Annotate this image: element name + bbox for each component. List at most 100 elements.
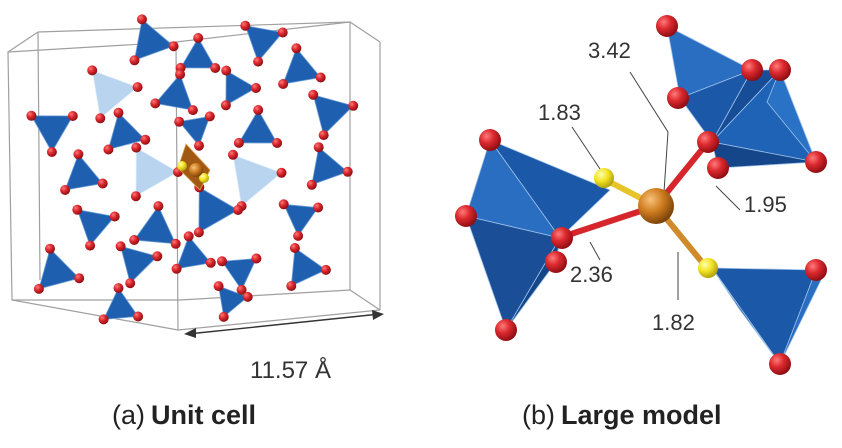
tetrahedron (175, 235, 212, 270)
oxygen-atom (95, 113, 106, 124)
tetrahedron (312, 94, 354, 136)
oxygen-atom (289, 243, 300, 253)
caption-name-b: Large model (561, 400, 722, 430)
oxygen-atom (218, 311, 229, 322)
oxygen-atom (253, 56, 264, 67)
oxygen-atom (193, 33, 204, 43)
oxygen-atom (277, 27, 288, 38)
cell-dimension-arrow (184, 310, 384, 338)
tetrahedron (282, 47, 322, 85)
oxygen-atom (220, 100, 231, 111)
metal-atom (189, 163, 203, 177)
oxygen-atom (45, 243, 55, 254)
caption-large-model: (b)Large model (522, 400, 722, 431)
tetrahedron (133, 18, 175, 61)
oxygen-atom (291, 43, 302, 54)
oxygen-atom (313, 142, 324, 153)
oxygen-atom (129, 55, 140, 66)
metal-atom (638, 188, 674, 224)
oxygen-atom (170, 238, 181, 249)
tetrahedron (238, 109, 278, 144)
caption-tag-b: (b) (522, 400, 555, 430)
oxygen-atom (221, 65, 232, 76)
oxygen-atom (278, 199, 289, 210)
oxygen-atom (150, 98, 161, 109)
tetrahedron (64, 153, 104, 191)
oxygen-atom (46, 147, 57, 157)
oxygen-atom (115, 241, 126, 252)
oxygen-atom (213, 281, 224, 292)
oxygen-atom (194, 140, 204, 151)
oxygen-atom (210, 63, 221, 73)
oxygen-atom (67, 111, 78, 121)
oxygen-atom (97, 178, 108, 189)
tetrahedron (154, 73, 194, 111)
caption-name-a: Unit cell (151, 400, 257, 430)
upper-tetrahedra (666, 25, 817, 169)
cell-dimension-label: 11.57 Å (250, 356, 331, 384)
oxygen-atom (33, 283, 44, 294)
oxygen-atom (308, 89, 319, 100)
bond-label-1-83: 1.83 (538, 100, 581, 125)
oxygen-atom (152, 251, 163, 262)
tetrahedron (232, 154, 283, 207)
oxygen-atom (109, 211, 120, 222)
caption-tag-a: (a) (112, 400, 145, 430)
oxygen-atom (74, 273, 85, 284)
tetrahedron (283, 203, 319, 237)
tetrahedron (290, 247, 327, 287)
oxygen-atom (315, 72, 326, 83)
oxygen-atom (85, 240, 96, 251)
oxygen-atom (251, 253, 262, 264)
tetrahedron (244, 25, 284, 63)
cell-box (7, 21, 381, 331)
tetrahedron (91, 69, 139, 120)
oxygen-atom (168, 41, 179, 52)
oxygen-atom (293, 230, 304, 241)
oxygen-atom (133, 311, 144, 322)
sulfur-atom (199, 173, 209, 183)
oxygen-atom (313, 202, 324, 213)
oxygen-atom (276, 167, 287, 178)
oxygen-atom (113, 283, 124, 294)
sulfur-atoms (594, 168, 718, 278)
oxygen-atom (320, 264, 331, 275)
oxygen-atom (132, 82, 143, 93)
lower-tetrahedron (711, 267, 823, 365)
oxygen-atom (272, 138, 283, 148)
left-tetrahedron (465, 139, 611, 331)
oxygen-atom (153, 201, 164, 212)
oxygen-atom (26, 110, 37, 121)
oxygen-atom (236, 284, 247, 295)
oxygen-atom (306, 179, 317, 190)
oxygen-atom (87, 65, 98, 76)
oxygen-atom (240, 20, 251, 31)
oxygen-atom (286, 281, 297, 291)
oxygen-atom (253, 105, 264, 115)
oxygen-atom (60, 185, 71, 195)
oxygen-atom (103, 144, 114, 155)
oxygen-atom (175, 69, 186, 80)
oxygen-atom (318, 130, 329, 141)
tetrahedron (133, 205, 177, 245)
oxygen-atom (129, 235, 140, 245)
oxygen-atom (140, 134, 151, 145)
caption-unit-cell: (a)Unit cell (112, 400, 256, 431)
large-model-oxygen-atoms (455, 15, 827, 375)
oxygen-atom (73, 149, 84, 160)
tetrahedron (38, 247, 80, 290)
tetrahedron (218, 285, 249, 318)
tetrahedron (30, 115, 74, 153)
tetrahedron (311, 146, 349, 186)
oxygen-atom (233, 205, 243, 215)
unit-cell-oxygen-atoms (26, 14, 359, 325)
unit-cell-tetrahedra (30, 18, 354, 320)
oxygen-atom (342, 166, 353, 177)
oxygen-atom (233, 137, 244, 148)
tetrahedron (107, 111, 147, 151)
oxygen-atom (137, 14, 147, 25)
oxygen-atom (125, 278, 136, 289)
tetrahedron (76, 209, 116, 247)
sulfur-atom (177, 161, 187, 171)
